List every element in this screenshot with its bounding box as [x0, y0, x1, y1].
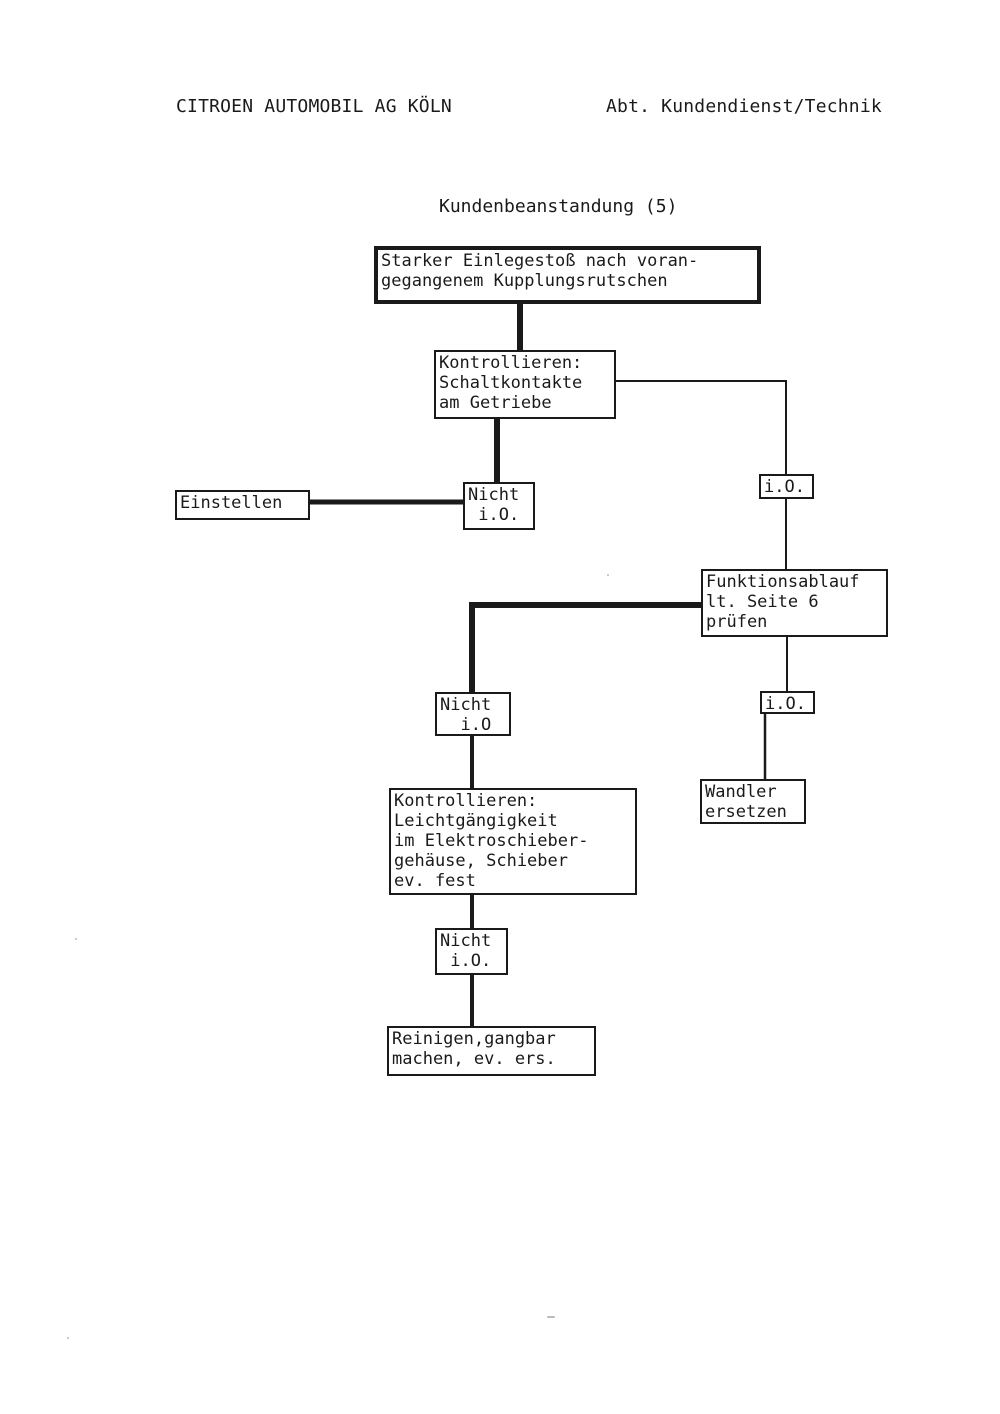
node-text-line: i.O.: [440, 951, 492, 971]
adjust-box: Einstellen: [175, 490, 310, 520]
not-ok-label-3: Nicht i.O.: [435, 928, 508, 975]
node-text-line: im Elektroschieber-: [394, 831, 589, 851]
not-ok-label-1: Nicht i.O.: [463, 482, 535, 530]
node-text-line: prüfen: [706, 612, 768, 632]
node-text-line: Schaltkontakte: [439, 373, 583, 393]
node-text-line: i.O.: [764, 477, 805, 497]
scan-speck: [547, 1316, 555, 1318]
node-text-line: Nicht: [468, 485, 520, 505]
connector-check-to-ok1: [615, 380, 787, 475]
node-text-line: Reinigen,gangbar: [392, 1029, 556, 1049]
node-text-line: ev. fest: [394, 871, 476, 891]
node-text-line: Einstellen: [180, 493, 283, 513]
node-text-line: lt. Seite 6: [706, 592, 819, 612]
node-text-line: i.O: [440, 715, 492, 735]
scan-speck: [75, 938, 77, 940]
node-text-line: Kontrollieren:: [439, 353, 583, 373]
node-text-line: gegangenem Kupplungsrutschen: [381, 271, 668, 291]
node-text-line: i.O.: [765, 694, 806, 714]
scan-speck: [67, 1337, 69, 1339]
connector-function-to-notok2: [469, 602, 703, 693]
node-text-line: gehäuse, Schieber: [394, 851, 568, 871]
node-text-line: machen, ev. ers.: [392, 1049, 556, 1069]
department-header: Abt. Kundendienst/Technik: [606, 96, 882, 117]
node-text-line: Leichtgängigkeit: [394, 811, 558, 831]
not-ok-label-2: Nicht i.O: [435, 692, 511, 736]
node-text-line: Kontrollieren:: [394, 791, 538, 811]
node-text-line: Wandler: [705, 782, 777, 802]
complaint-box: Starker Einlegestoß nach voran-gegangene…: [374, 246, 761, 304]
ok-label-1: i.O.: [759, 474, 814, 499]
node-text-line: Funktionsablauf: [706, 572, 860, 592]
node-text-line: i.O.: [468, 505, 520, 525]
node-text-line: ersetzen: [705, 802, 787, 822]
node-text-line: Nicht: [440, 695, 492, 715]
node-text-line: Starker Einlegestoß nach voran-: [381, 251, 699, 271]
company-header: CITROEN AUTOMOBIL AG KÖLN: [176, 96, 452, 117]
ok-label-2: i.O.: [760, 691, 815, 714]
scan-speck: [607, 574, 609, 576]
node-text-line: Nicht: [440, 931, 492, 951]
node-text-line: am Getriebe: [439, 393, 552, 413]
diagram-title: Kundenbeanstandung (5): [439, 196, 678, 217]
